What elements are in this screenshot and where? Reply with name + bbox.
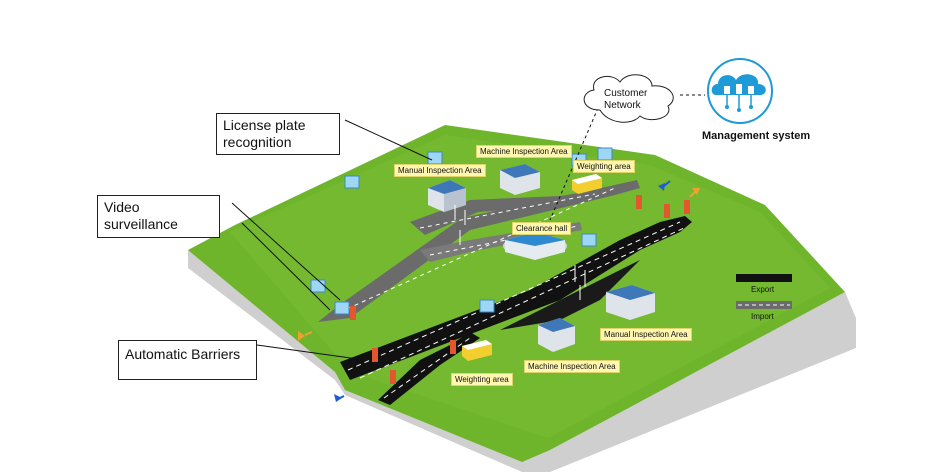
- cloud-line-2: Network: [604, 100, 641, 111]
- legend-export-label: Export: [751, 285, 775, 294]
- legend-export-swatch: [736, 274, 792, 282]
- camera-icon: [597, 147, 613, 161]
- video-surveillance-callout: Video surveillance: [97, 195, 220, 238]
- camera-icon: [479, 299, 495, 313]
- flow-arrows: [298, 180, 700, 402]
- truck-top: [572, 174, 602, 194]
- area-tag: Manual Inspection Area: [600, 328, 692, 341]
- camera-icon: [334, 301, 350, 315]
- customer-network-label: Customer Network: [604, 88, 647, 112]
- automatic-barriers-label: Automatic Barriers: [125, 346, 241, 362]
- barrier: [350, 306, 356, 320]
- light-poles: [454, 205, 586, 300]
- platform-side: [188, 250, 856, 472]
- camera-icon: [310, 279, 326, 293]
- arrow-blue-icon: [658, 183, 665, 191]
- barriers: [350, 195, 690, 384]
- area-tag: Clearance hall: [512, 222, 572, 235]
- area-tag: Weighting area: [573, 160, 635, 173]
- barrier: [684, 200, 690, 214]
- cameras: [310, 147, 613, 315]
- area-tag: Manual Inspection Area: [394, 164, 486, 177]
- building-machine-bottom: [538, 318, 575, 352]
- management-system-icon: [707, 58, 773, 124]
- barrier: [664, 204, 670, 218]
- automatic-barriers-callout: Automatic Barriers: [118, 340, 257, 380]
- area-tag: Weighting area: [451, 373, 513, 386]
- cloud-shape: [583, 74, 674, 123]
- management-system-label: Management system: [702, 130, 811, 142]
- building-manual-right: [606, 285, 655, 320]
- barrier: [636, 195, 642, 209]
- area-tag: Machine Inspection Area: [476, 145, 572, 158]
- building-machine-top: [500, 164, 540, 195]
- building-clearance-hall: [503, 232, 567, 260]
- cloud-line-1: Customer: [604, 88, 648, 99]
- arrow-orange-icon: [298, 331, 305, 341]
- export-road-main: [340, 216, 692, 380]
- barrier: [390, 370, 396, 384]
- legend-import-swatch: [736, 301, 792, 309]
- barrier: [450, 340, 456, 354]
- legend-import-label: Import: [751, 312, 774, 321]
- license-plate-callout: License plate recognition: [216, 113, 340, 155]
- camera-icon: [344, 175, 360, 189]
- barrier: [372, 348, 378, 362]
- camera-icon: [427, 151, 443, 165]
- import-road-branch: [410, 190, 600, 235]
- license-plate-label: License plate recognition: [223, 117, 306, 150]
- camera-icon: [581, 233, 597, 247]
- truck-bottom: [462, 340, 492, 361]
- building-manual-top: [428, 180, 466, 212]
- video-surveillance-label: Video surveillance: [104, 199, 178, 232]
- area-tag: Machine Inspection Area: [524, 360, 620, 373]
- leader-lines: [231, 119, 433, 361]
